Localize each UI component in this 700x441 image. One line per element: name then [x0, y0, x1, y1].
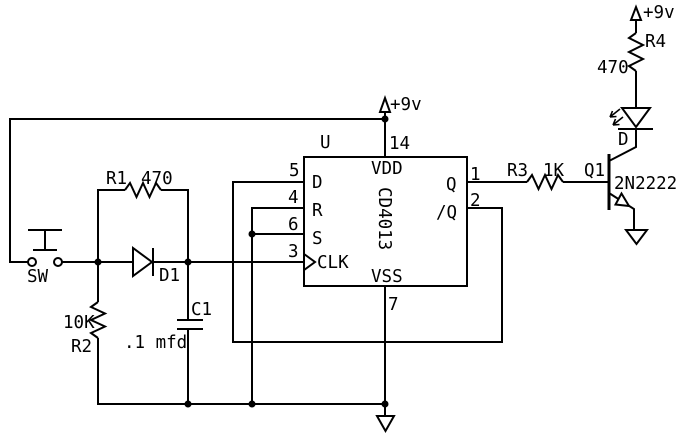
r1-value-label: 470 — [141, 169, 173, 189]
r2-value-label: 10K — [63, 313, 95, 333]
power-arrow-left — [378, 95, 392, 113]
diode-d1-triangle — [132, 246, 154, 278]
d1-ref-label: D1 — [159, 266, 180, 286]
wire-r1-branch — [97, 189, 189, 262]
ic-pin4-number: 4 — [288, 188, 299, 208]
q1-part-label: 2N2222 — [614, 174, 677, 194]
switch-terminal-left — [27, 257, 37, 267]
transistor-q1-symbol — [607, 154, 631, 210]
led-ref-label: D — [618, 130, 629, 150]
wire-emitter-ground — [608, 192, 635, 230]
wire-led-branch — [608, 20, 637, 162]
ic-pin14-label: VDD — [371, 159, 403, 179]
ic-pin1-number: 1 — [470, 165, 481, 185]
junction-dot — [381, 400, 389, 408]
resistor-r3-symbol — [526, 172, 564, 192]
led-emission-arrow-1 — [609, 108, 621, 118]
transistor-emitter-arrow — [613, 191, 631, 208]
ic-pin6-number: 6 — [288, 215, 299, 235]
ic-pin4-label: R — [312, 201, 323, 221]
ic-pin7-number: 7 — [388, 295, 399, 315]
power-arrow-right — [629, 4, 643, 21]
ic-pin2-number: 2 — [470, 191, 481, 211]
r2-ref-label: R2 — [71, 337, 92, 357]
led-symbol — [609, 107, 653, 130]
ic-pin3-label: CLK — [317, 253, 349, 273]
c1-ref-label: C1 — [191, 300, 212, 320]
ic-cd4013-body — [303, 156, 468, 287]
switch-label: SW — [27, 267, 49, 287]
junction-dot — [381, 115, 389, 123]
ic-pin14-number: 14 — [389, 134, 410, 154]
led-emission-arrow-2 — [612, 116, 624, 126]
r1-ref-label: R1 — [106, 169, 127, 189]
c1-value-label: .1 mfd — [124, 333, 187, 353]
resistor-r4-symbol — [626, 32, 646, 72]
power-label-left: +9v — [390, 95, 422, 115]
q1-ref-label: Q1 — [584, 161, 605, 181]
resistor-r2-symbol — [88, 301, 108, 339]
ic-ref-label: U — [320, 133, 331, 153]
junction-dot — [94, 258, 102, 266]
ground-symbol-emitter — [624, 229, 649, 246]
pushbutton-switch — [27, 229, 63, 267]
ic-pin5-number: 5 — [289, 161, 300, 181]
ic-pin1-label: Q — [446, 175, 457, 195]
junction-dot — [248, 230, 256, 238]
ground-symbol-main — [375, 415, 396, 434]
resistor-r1-symbol — [124, 180, 162, 200]
ic-pin3-number: 3 — [288, 242, 299, 262]
capacitor-c1-symbol — [177, 319, 203, 330]
r4-value-label: 470 — [597, 58, 629, 78]
ic-pin7-label: VSS — [371, 267, 403, 287]
r4-ref-label: R4 — [645, 32, 666, 52]
ic-pin2-label: /Q — [436, 203, 457, 223]
wire-qbar-feedback — [232, 181, 503, 343]
r3-ref-label: R3 — [507, 161, 528, 181]
power-label-right: +9v — [643, 3, 675, 23]
ic-pin5-label: D — [312, 173, 323, 193]
diode-d1-symbol — [132, 246, 154, 278]
ic-part-label: CD4013 — [374, 187, 394, 250]
clock-input-triangle — [303, 252, 317, 272]
r3-value-label: 1K — [543, 161, 565, 181]
junction-dot — [248, 400, 256, 408]
junction-dot — [184, 400, 192, 408]
switch-terminal-right — [53, 257, 63, 267]
junction-dot — [184, 258, 192, 266]
pushbutton-actuator — [28, 229, 62, 251]
led-triangle — [620, 107, 652, 129]
ic-pin6-label: S — [312, 229, 323, 249]
wire-ground-net — [97, 207, 386, 416]
